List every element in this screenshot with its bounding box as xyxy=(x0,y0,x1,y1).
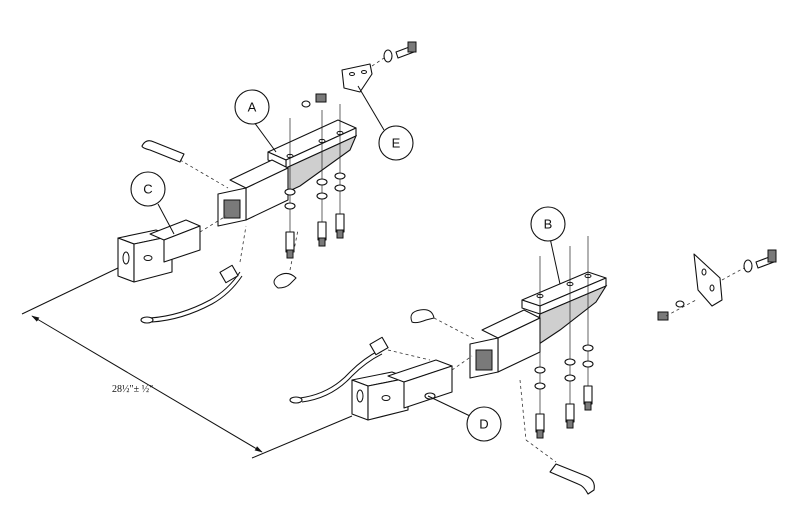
svg-text:E: E xyxy=(392,136,401,151)
pin-b xyxy=(549,463,595,495)
bolt xyxy=(285,231,295,253)
callout-a: A xyxy=(234,89,277,153)
callout-e: E xyxy=(357,85,414,161)
callout-b: B xyxy=(530,206,566,285)
bracket-a-assembly xyxy=(141,93,358,289)
width-dimension: 28½"± ½" xyxy=(21,267,353,459)
bracket-e xyxy=(341,41,417,93)
svg-text:D: D xyxy=(479,417,488,432)
svg-text:B: B xyxy=(544,217,553,232)
safety-cable-lower xyxy=(289,336,431,404)
svg-text:C: C xyxy=(143,182,152,197)
pin-a xyxy=(141,140,185,163)
bracket-d xyxy=(351,355,473,421)
bracket-b-assembly xyxy=(410,236,608,495)
callout-c: C xyxy=(130,171,175,235)
svg-text:A: A xyxy=(248,100,257,115)
clip-a xyxy=(273,272,297,289)
bolt xyxy=(583,385,593,405)
bolt xyxy=(565,403,575,423)
bolt xyxy=(335,213,345,233)
dimension-label: 28½"± ½" xyxy=(112,384,153,395)
bracket-c xyxy=(117,215,227,283)
bracket-e-right xyxy=(657,249,777,321)
bolt xyxy=(535,413,545,433)
clip-b xyxy=(410,309,435,324)
callout-d: D xyxy=(427,395,502,442)
dimension-line xyxy=(31,315,263,453)
bolt xyxy=(317,221,327,241)
